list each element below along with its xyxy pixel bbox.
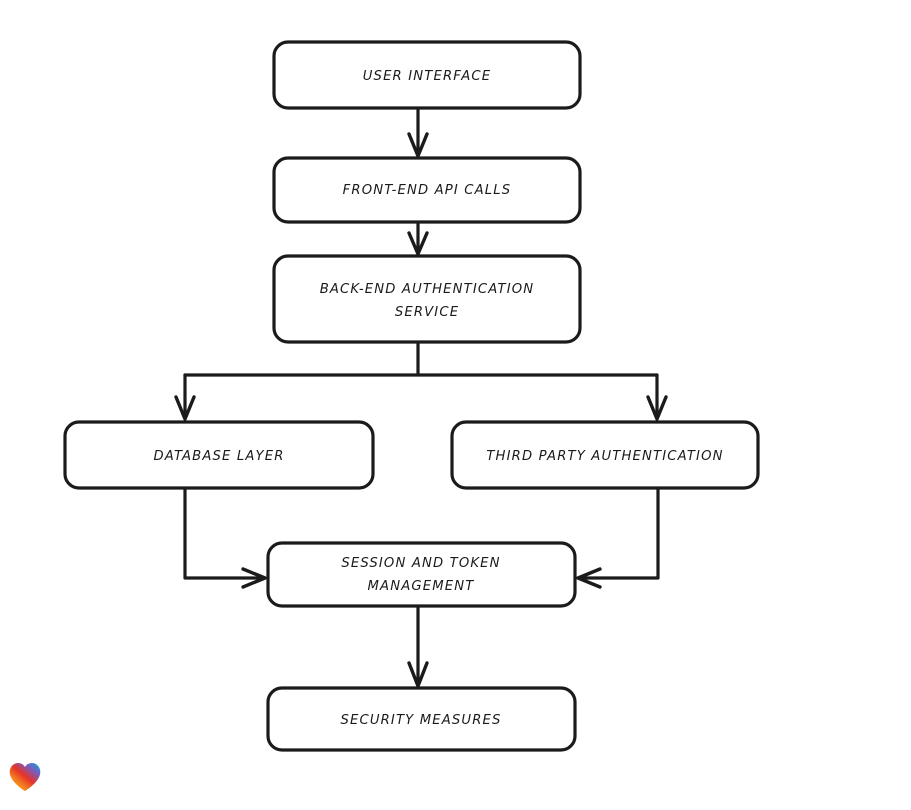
node-front-end-api-calls[interactable]: FRONT-END API CALLS — [272, 156, 582, 224]
node-security-measures[interactable]: SECURITY MEASURES — [266, 686, 577, 752]
node-session-token-mgmt-label-line2: MANAGEMENT — [368, 579, 475, 594]
node-session-token-mgmt-shape[interactable] — [266, 541, 577, 608]
node-back-end-auth-service-label-line2: SERVICE — [395, 305, 459, 320]
node-database-layer-label: DATABASE LAYER — [153, 449, 284, 464]
node-front-end-api-calls-label: FRONT-END API CALLS — [343, 183, 512, 198]
node-database-layer[interactable]: DATABASE LAYER — [63, 420, 375, 490]
node-third-party-auth[interactable]: THIRD PARTY AUTHENTICATION — [450, 420, 760, 490]
node-front-end-api-calls-shape[interactable] — [272, 156, 582, 224]
node-security-measures-label: SECURITY MEASURES — [340, 713, 501, 728]
node-user-interface-label: USER INTERFACE — [363, 69, 492, 84]
edge-api-to-backend — [407, 220, 429, 256]
node-user-interface[interactable]: USER INTERFACE — [272, 40, 582, 110]
node-session-token-mgmt[interactable]: SESSION AND TOKEN MANAGEMENT — [266, 541, 577, 608]
node-third-party-auth-label: THIRD PARTY AUTHENTICATION — [486, 449, 723, 464]
node-back-end-auth-service-label-line1: BACK-END AUTHENTICATION — [320, 282, 535, 297]
node-back-end-auth-service[interactable]: BACK-END AUTHENTICATION SERVICE — [272, 254, 582, 344]
edge-backend-to-database — [174, 373, 196, 421]
edge-ui-to-api — [407, 106, 429, 158]
node-user-interface-shape[interactable] — [272, 40, 582, 110]
edge-database-to-session — [183, 486, 267, 589]
node-security-measures-shape[interactable] — [266, 686, 577, 752]
node-back-end-auth-service-shape[interactable] — [272, 254, 582, 344]
edge-thirdparty-to-session — [576, 486, 660, 589]
node-database-layer-shape[interactable] — [63, 420, 375, 490]
node-session-token-mgmt-label-line1: SESSION AND TOKEN — [341, 556, 500, 571]
edge-backend-to-thirdparty — [646, 373, 668, 421]
heart-icon — [9, 762, 41, 792]
edge-session-to-security — [407, 604, 429, 688]
node-third-party-auth-shape[interactable] — [450, 420, 760, 490]
